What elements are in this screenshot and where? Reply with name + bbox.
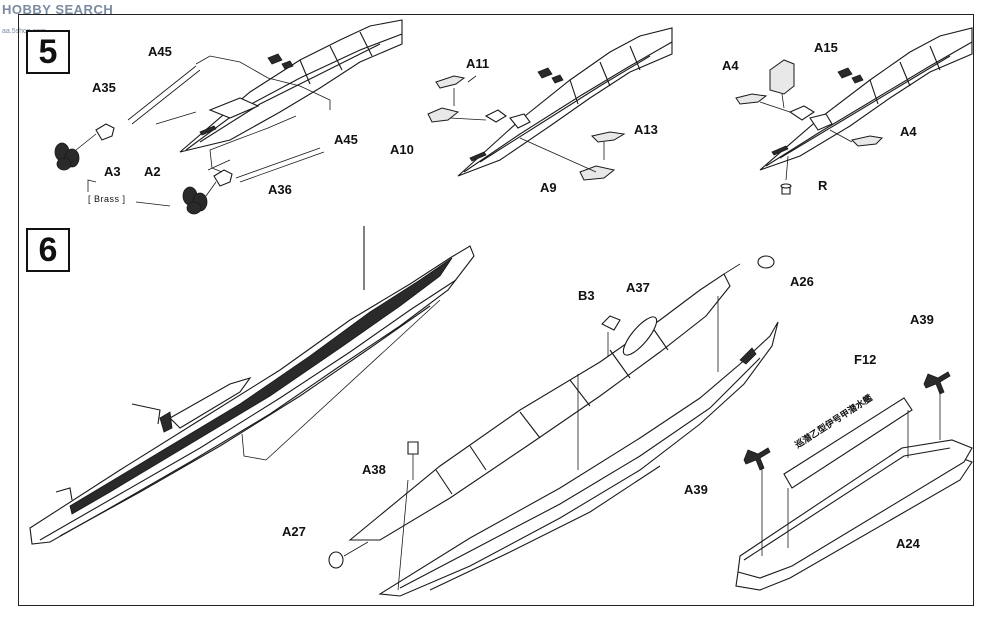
step-5-badge: 5 (26, 30, 70, 74)
label-a45-top: A45 (148, 44, 172, 59)
step6-display-stand (735, 371, 973, 591)
step6-small-parts (328, 441, 419, 569)
label-a10: A10 (390, 142, 414, 157)
label-a35: A35 (92, 80, 116, 95)
label-a2: A2 (144, 164, 161, 179)
step6-full-hull (29, 226, 475, 545)
step5-stern-view-2 (457, 27, 673, 177)
label-a4-right: A4 (900, 124, 917, 139)
step-6-badge: 6 (26, 228, 70, 272)
step5-fins (427, 75, 626, 181)
instruction-frame (18, 14, 974, 606)
label-brass: [ Brass ] (88, 194, 126, 204)
step6-upper-deck-a37 (348, 255, 775, 541)
label-a45-right: A45 (334, 132, 358, 147)
label-a24: A24 (896, 536, 920, 551)
label-a38: A38 (362, 462, 386, 477)
label-a3: A3 (104, 164, 121, 179)
label-r: R (818, 178, 828, 193)
label-a39-top: A39 (910, 312, 934, 327)
label-a15: A15 (814, 40, 838, 55)
step5-shafts-props (54, 55, 331, 215)
watermark-logo: HOBBY SEARCH (2, 2, 114, 17)
label-a39-left: A39 (684, 482, 708, 497)
step5-stern-view-3 (759, 27, 973, 171)
label-a26: A26 (790, 274, 814, 289)
step5-rudder-parts (735, 59, 884, 195)
label-a36: A36 (268, 182, 292, 197)
label-f12: F12 (854, 352, 877, 367)
label-a9: A9 (540, 180, 557, 195)
label-a37: A37 (626, 280, 650, 295)
step5-stern-view-1 (179, 19, 403, 153)
label-a27: A27 (282, 524, 306, 539)
label-b3: B3 (578, 288, 595, 303)
label-a11: A11 (466, 56, 490, 71)
label-a13: A13 (634, 122, 658, 137)
watermark-url: aa.5shop.com (2, 28, 46, 35)
step6-lower-hull (378, 296, 779, 597)
label-a4-left: A4 (722, 58, 739, 73)
